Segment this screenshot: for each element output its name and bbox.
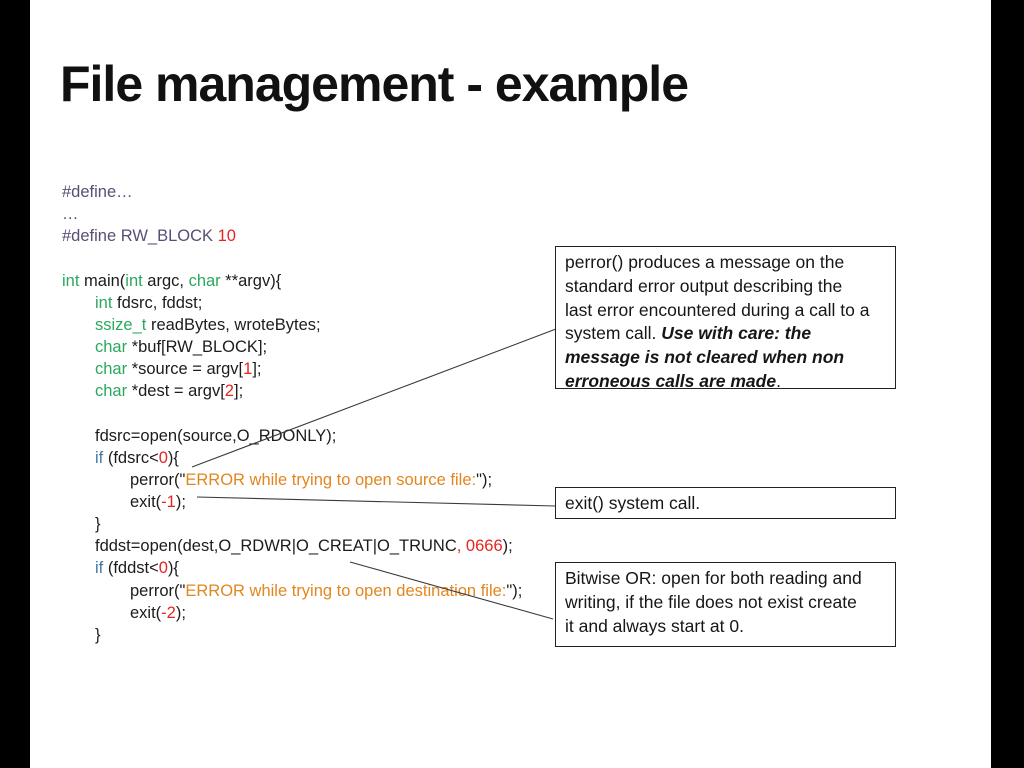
code-line: #define… [62,183,133,201]
callout-text-line: last error encountered during a call to … [565,299,870,320]
code-line: perror("ERROR while trying to open desti… [130,581,523,600]
callout-text-line: erroneous calls are made. [565,370,781,391]
code-line: #define RW_BLOCK 10 [62,227,236,246]
callout-text-line: writing, if the file does not exist crea… [565,591,857,612]
code-line: } [95,625,101,644]
code-line: } [95,515,101,534]
code-line: … [62,205,79,224]
right-letterbox-bar [991,0,1024,768]
callout-text-line: it and always start at 0. [565,615,744,636]
code-line: fddst=open(dest,O_RDWR|O_CREAT|O_TRUNC, … [95,537,513,556]
slide: File management - example #define……#defi… [30,0,991,768]
code-line: int fdsrc, fddst; [95,293,203,312]
callout-text-line: message is not cleared when non [565,347,845,368]
code-line: if (fdsrc<0){ [95,448,179,467]
code-line: char *buf[RW_BLOCK]; [95,337,268,356]
code-line: fdsrc=open(source,O_RDONLY); [95,426,337,445]
callout-box-perror: perror() produces a message on the standa… [555,246,896,391]
callout-box-exit: exit() system call. [555,487,896,519]
left-letterbox-bar [0,0,30,768]
code-line: int main(int argc, char **argv){ [62,271,282,290]
code-line: char *source = argv[1]; [95,360,262,379]
callout-text-line: perror() produces a message on the [565,252,845,272]
code-block: #define… … #define RW_BLOCK 10 int main(in… [62,181,522,646]
callout-text-line: exit() system call. [565,493,701,513]
code-line: if (fddst<0){ [95,559,179,578]
code-line [62,247,522,269]
callout-text-line: standard error output describing the [565,275,843,296]
callout-box-bitwise: Bitwise OR: open for both reading and wri… [555,562,896,647]
code-line [62,402,522,424]
slide-title: File management - example [60,56,689,112]
code-line: perror("ERROR while trying to open sourc… [130,470,493,489]
callout-text-line: system call. Use with care: the [565,323,812,344]
code-line: exit(-1); [130,492,186,511]
code-line: char *dest = argv[2]; [95,382,244,401]
code-line: exit(-2); [130,603,186,622]
callout-text-line: Bitwise OR: open for both reading and [565,568,862,588]
code-line: ssize_t readBytes, wroteBytes; [95,315,321,334]
